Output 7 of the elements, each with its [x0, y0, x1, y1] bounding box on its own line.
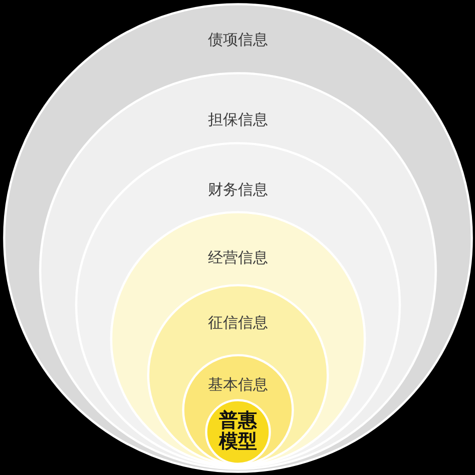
layer-label: 债项信息 — [208, 31, 268, 49]
layer-label: 征信信息 — [208, 314, 268, 332]
center-label: 普惠模型 — [218, 410, 258, 454]
layer-label: 基本信息 — [208, 376, 268, 394]
layer-label: 担保信息 — [208, 111, 268, 129]
layer-label: 财务信息 — [208, 181, 268, 199]
layer-label: 经营信息 — [208, 249, 268, 267]
